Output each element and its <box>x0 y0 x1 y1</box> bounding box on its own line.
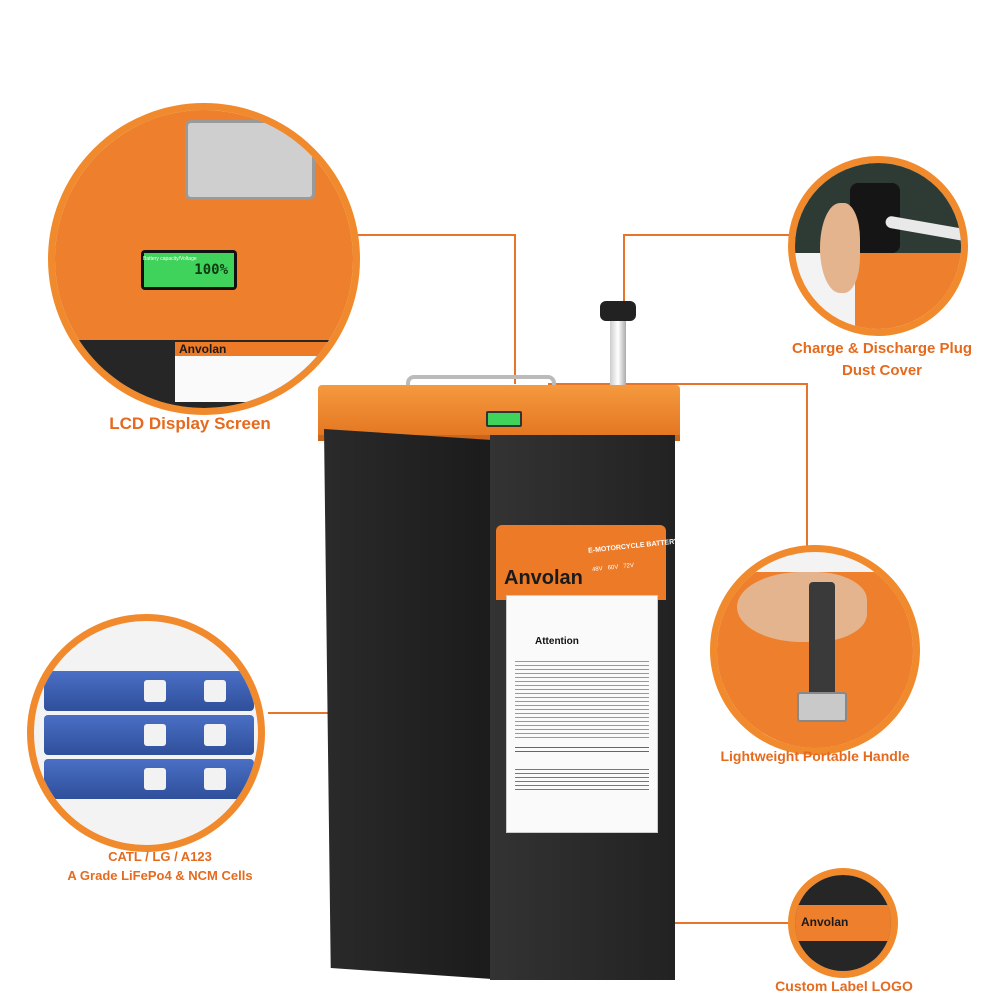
charge-plug-caption-line1: Charge & Discharge Plug <box>791 340 973 357</box>
callout-line-handle-h <box>548 383 808 385</box>
cells-caption-line2: A Grade LiFePo4 & NCM Cells <box>67 867 253 883</box>
cells-detail-circle <box>27 614 265 852</box>
lcd-detail-circle: 100% Battery capacity/Voltage Anvolan <box>48 103 360 415</box>
logo-brand: Anvolan <box>801 915 849 929</box>
voltage-48: 48V <box>591 566 604 574</box>
handle-detail-circle <box>710 545 920 755</box>
lcd-label-strip <box>175 342 345 402</box>
charge-plug-caption-line2: Dust Cover <box>841 361 923 379</box>
lcd-header-text: Battery capacity/Voltage <box>143 256 197 262</box>
handle-hand <box>737 572 867 642</box>
callout-line-plug-v <box>623 234 625 309</box>
callout-line-lcd-h <box>355 234 515 236</box>
voltage-72: 72V <box>623 562 635 570</box>
battery-warning-label: Attention <box>506 595 658 833</box>
callout-line-lcd-v <box>514 234 516 384</box>
battery-lcd <box>486 411 522 427</box>
cell-bottom <box>44 759 254 799</box>
manufacturer-text-block <box>515 766 649 790</box>
warning-red-text <box>515 744 649 754</box>
logo-caption: Custom Label LOGO <box>775 978 913 994</box>
lcd-caption: LCD Display Screen <box>109 414 271 433</box>
handle-strap <box>809 582 835 712</box>
plug-finger <box>820 203 860 293</box>
dust-cover-post <box>610 305 626 385</box>
callout-line-plug-h <box>623 234 793 236</box>
cell-top <box>44 671 254 711</box>
logo-detail-circle: Anvolan <box>788 868 898 978</box>
cells-caption: CATL / LG / A123 A Grade LiFePo4 & NCM C… <box>40 848 280 886</box>
voltage-60: 60V <box>607 564 619 572</box>
callout-line-handle-v <box>806 383 808 549</box>
handle-caption: Lightweight Portable Handle <box>720 748 910 764</box>
battery-label-title: E-MOTORCYCLE BATTERY <box>587 538 679 555</box>
charge-plug-caption: Charge & Discharge Plug Dust Cover <box>770 338 994 382</box>
dust-cover-cap <box>600 301 636 321</box>
lcd-brand: Anvolan <box>179 342 227 356</box>
lcd-screen: 100% <box>141 250 237 290</box>
battery-voltage-options: 48V 60V 72V <box>592 563 634 573</box>
plug-orange-bg <box>855 243 961 329</box>
battery-label-banner: Anvolan E-MOTORCYCLE BATTERY 48V 60V 72V <box>496 525 679 600</box>
cell-middle <box>44 715 254 755</box>
cells-caption-line1: CATL / LG / A123 <box>108 849 212 864</box>
lcd-reading: 100% <box>194 262 228 278</box>
handle-buckle <box>797 692 847 722</box>
charge-plug-circle <box>788 156 968 336</box>
handle-bracket <box>185 120 315 200</box>
battery-pack: Anvolan E-MOTORCYCLE BATTERY 48V 60V 72V… <box>318 301 680 995</box>
battery-brand: Anvolan <box>504 567 583 589</box>
attention-heading: Attention <box>535 636 579 647</box>
warning-text-block <box>515 658 649 738</box>
logo-orange-band <box>795 905 891 941</box>
battery-side-panel <box>324 429 492 979</box>
